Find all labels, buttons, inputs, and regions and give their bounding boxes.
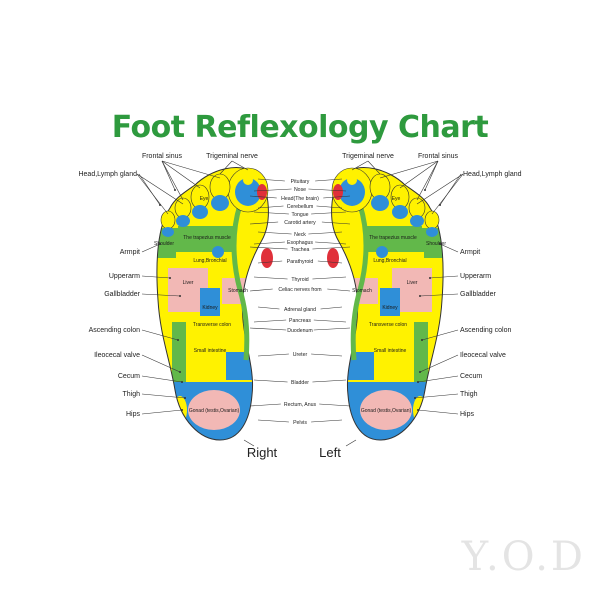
right-foot-label-upperarm: Upperarm: [109, 273, 140, 280]
center-label-pituitary: Pituitary: [291, 179, 310, 185]
left-lung-label: Lung,Bronchial: [373, 258, 406, 264]
center-label-adrenal-gland: Adrenal gland: [284, 307, 316, 313]
left-foot-shoulder-zone: [422, 228, 444, 258]
center-label-cerebellum: Cerebellum: [287, 204, 314, 210]
watermark: Y.O.D: [461, 534, 586, 580]
chart-title: Foot Reflexology Chart: [111, 110, 489, 145]
center-label-ureter: Ureter: [293, 352, 308, 358]
left-foot-label-upperarm: Upperarm: [460, 273, 491, 280]
left-foot-label-head-lymph-gland: Head,Lymph gland: [463, 171, 522, 178]
center-label-rectum-anus: Rectum, Anus: [284, 402, 317, 408]
right-foot-label-hips: Hips: [126, 411, 141, 418]
right-foot-shoulder-zone: [156, 228, 178, 258]
left-foot-fourth-toe: [408, 197, 426, 227]
left-foot-transverse-colon-zone: [350, 316, 422, 330]
center-label-bladder: Bladder: [291, 380, 309, 386]
right-shoulder-label: Shoulder: [154, 241, 174, 247]
left-gonad-label: Gonad (testis,Ovarian): [361, 408, 412, 414]
center-label-celiac-nerves-from: Celiac nerves from: [278, 287, 321, 293]
right-foot-label-frontal-sinus: Frontal sinus: [142, 153, 183, 160]
left-foot-third-toe: [390, 184, 410, 219]
right-foot-label-ascending-colon: Ascending colon: [89, 327, 140, 334]
right-foot-third-toe: [190, 184, 210, 219]
left-eye-label: Eye: [392, 196, 401, 202]
center-label-thyroid: Thyroid: [291, 277, 308, 283]
top-label-left-foot: Trigeminal nerve: [342, 153, 394, 160]
right-small-intestine-label: Small intestine: [194, 348, 227, 354]
right-foot-second-toe: [209, 173, 231, 211]
left-foot-label-cecum: Cecum: [460, 373, 482, 380]
right-foot-label-head-lymph-gland: Head,Lymph gland: [78, 171, 137, 178]
right-foot-lung-zone: [176, 252, 246, 266]
left-foot-label-thigh: Thigh: [460, 391, 478, 398]
top-label-right-foot: Trigeminal nerve: [206, 153, 258, 160]
center-label-esophagus: Esophagus: [287, 240, 313, 246]
right-foot-label-ileocecal-valve: Ileocecal valve: [94, 352, 140, 359]
center-label-tongue: Tongue: [291, 212, 308, 218]
left-stomach-label: Stomach: [352, 288, 372, 294]
center-label-duodenum: Duodenum: [287, 328, 312, 334]
right-transverse-colon-label: Transverse colon: [193, 322, 231, 328]
left-foot-big-toe: [331, 167, 373, 213]
left-transverse-colon-label: Transverse colon: [369, 322, 407, 328]
center-label-head-the-brain: Head(The brain): [281, 196, 319, 202]
left-foot-label-hips: Hips: [460, 411, 475, 418]
right-foot-big-toe: [227, 167, 269, 213]
right-foot-label-thigh: Thigh: [122, 391, 140, 398]
right-foot-ascending-colon-zone: [172, 322, 186, 384]
left-foot-descending-colon-zone: [414, 322, 428, 384]
left-foot-little-toe: [424, 210, 440, 237]
right-foot-label-cecum: Cecum: [118, 373, 140, 380]
center-label-neck: Neck: [294, 232, 306, 238]
right-foot-label-armpit: Armpit: [120, 249, 140, 256]
right-gonad-label: Gonad (testis,Ovarian): [189, 408, 240, 414]
right-trapezius-label: The trapezius muscle: [183, 235, 231, 241]
right-kidney-label: Kidney: [202, 305, 218, 311]
right-foot-gonad-zone: [188, 390, 240, 430]
left-foot-gonad-zone: [360, 390, 412, 430]
right-foot-caption: Right: [247, 445, 278, 460]
left-foot-caption: Left: [319, 445, 341, 460]
right-liver-label: Liver: [183, 280, 194, 286]
left-foot: The trapezius muscle Lung,Bronchial Live…: [327, 167, 444, 441]
right-foot-transverse-colon-zone: [178, 316, 250, 330]
center-label-parathyroid: Parathyroid: [287, 259, 314, 265]
left-foot-label-frontal-sinus: Frontal sinus: [418, 153, 459, 160]
center-label-pelvis: Pelvis: [293, 420, 307, 426]
left-foot-label-gallbladder: Gallbladder: [460, 291, 496, 298]
center-label-nose: Nose: [294, 187, 306, 193]
right-lung-label: Lung,Bronchial: [193, 258, 226, 264]
left-foot-second-toe: [369, 173, 391, 211]
left-foot-label-armpit: Armpit: [460, 249, 480, 256]
center-label-carotid-artery: Carotid artery: [284, 220, 316, 226]
left-foot-label-ascending-colon: Ascending colon: [460, 327, 511, 334]
left-shoulder-label: Shoulder: [426, 241, 446, 247]
right-foot-trapezius-zone: [178, 226, 233, 254]
right-foot-fourth-toe: [174, 197, 192, 227]
left-kidney-label: Kidney: [382, 305, 398, 311]
center-label-trachea: Trachea: [291, 247, 310, 253]
left-small-intestine-label: Small intestine: [374, 348, 407, 354]
center-label-pancreas: Pancreas: [289, 318, 311, 324]
right-eye-label: Eye: [200, 196, 209, 202]
right-stomach-label: Stomach: [228, 288, 248, 294]
left-foot-label-ileocecal-valve: Ileocecal valve: [460, 352, 506, 359]
left-trapezius-label: The trapezius muscle: [369, 235, 417, 241]
left-liver-label: Liver: [407, 280, 418, 286]
right-foot-little-toe: [160, 210, 176, 237]
left-foot-lung-zone: [354, 252, 424, 266]
left-foot-trapezius-zone: [367, 226, 422, 254]
right-foot-label-gallbladder: Gallbladder: [104, 291, 140, 298]
